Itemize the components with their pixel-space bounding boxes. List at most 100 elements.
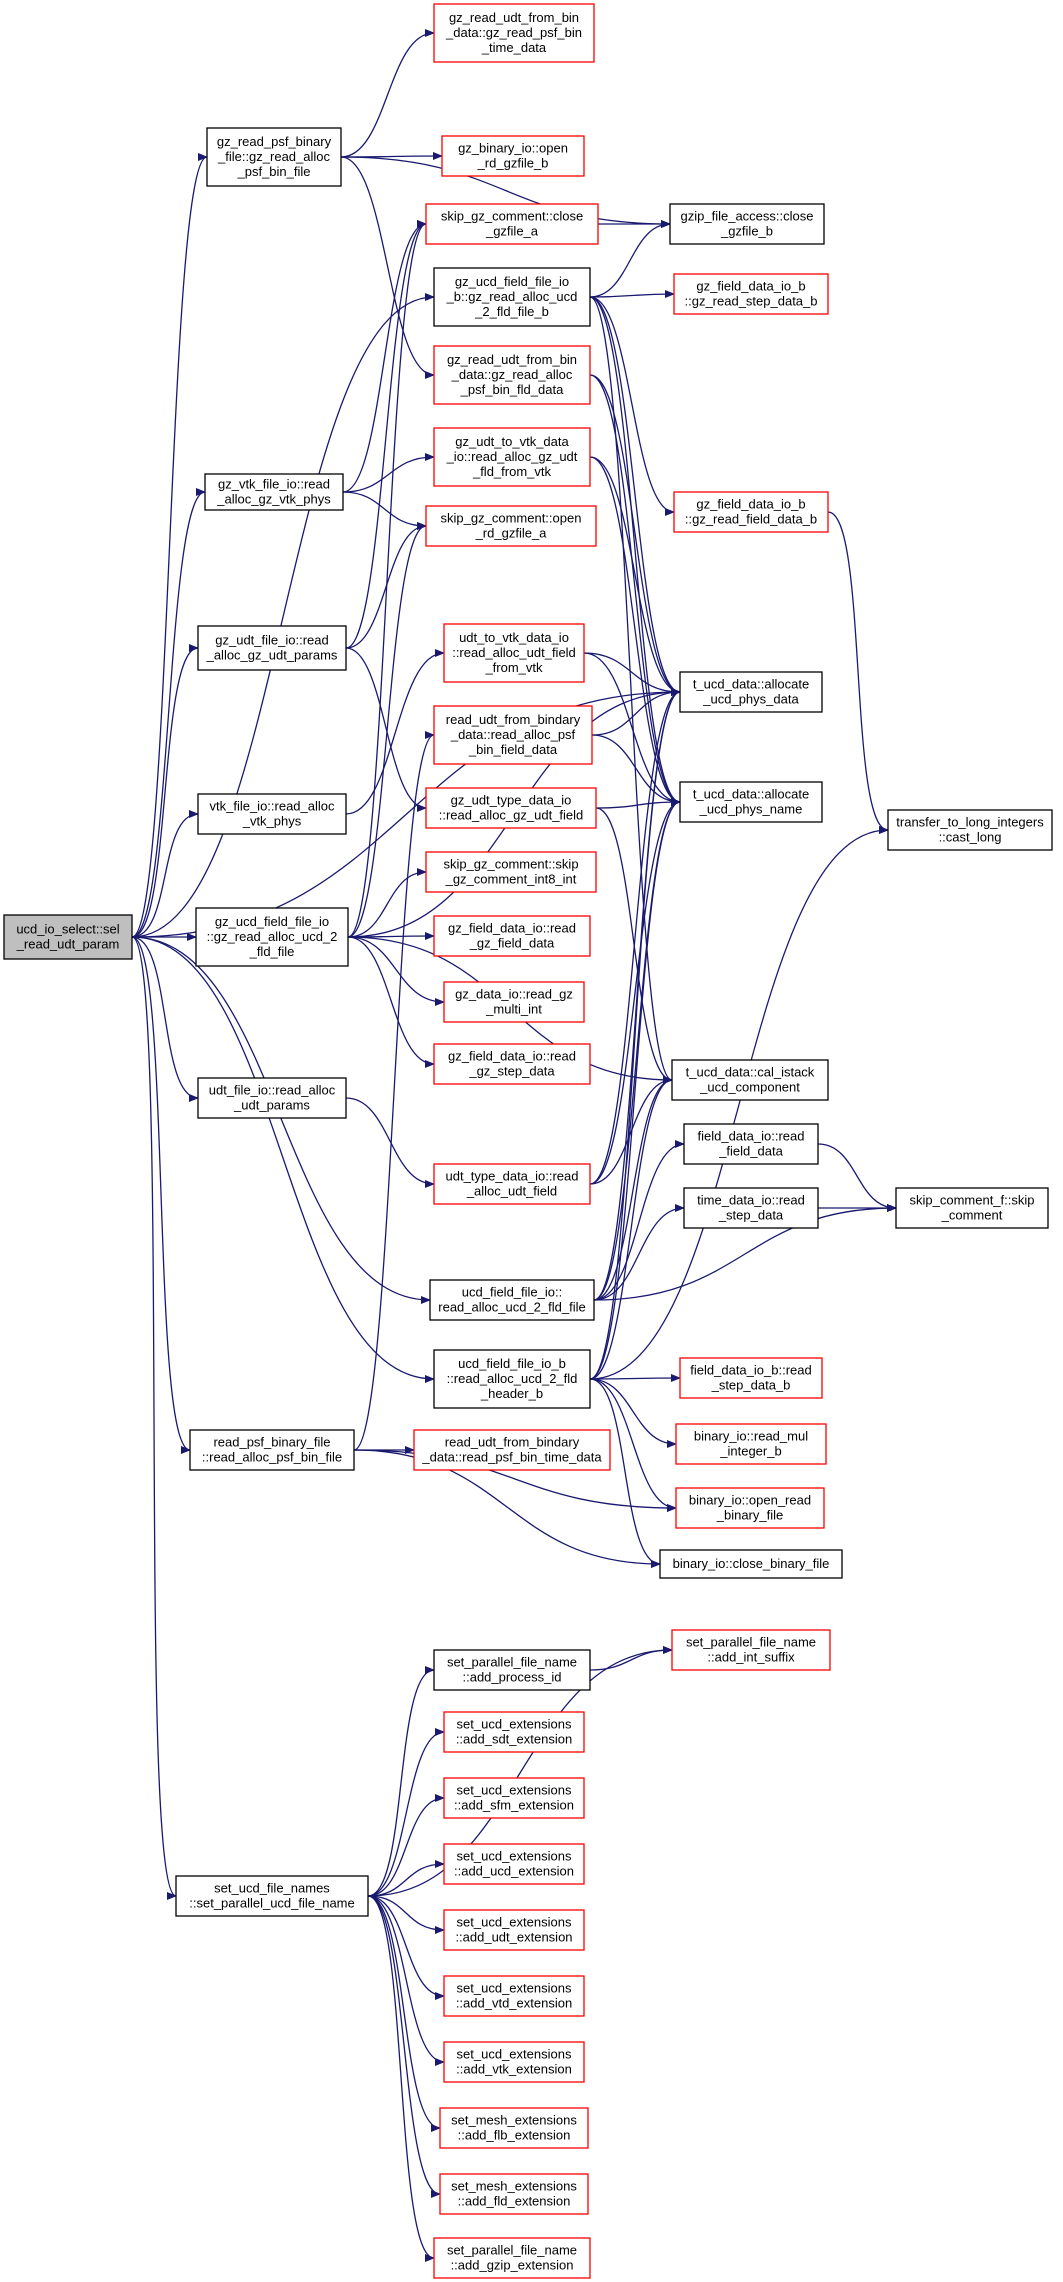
node-t_ucd_phys_data[interactable]: t_ucd_data::allocate_ucd_phys_data xyxy=(679,671,823,713)
node-label-line: field_data_io_b::read xyxy=(690,1363,811,1378)
node-gz_udt_file_io[interactable]: gz_udt_file_io::read_alloc_gz_udt_params xyxy=(197,625,347,671)
node-gz_read_udt_fld[interactable]: gz_read_udt_from_bin_data::gz_read_alloc… xyxy=(433,345,591,405)
node-gz_vtk_file_io[interactable]: gz_vtk_file_io::read_alloc_gz_vtk_phys xyxy=(204,473,344,511)
node-gz_udt_to_vtk[interactable]: gz_udt_to_vtk_data_io::read_alloc_gz_udt… xyxy=(433,427,591,487)
node-add_sfm[interactable]: set_ucd_extensions::add_sfm_extension xyxy=(443,1777,585,1819)
edge-gz_udt_to_vtk-to-t_ucd_phys_name xyxy=(589,456,681,806)
edge-gz_vtk_file_io-to-skip_gz_open xyxy=(342,491,427,530)
node-box xyxy=(433,3,595,63)
node-add_vtk[interactable]: set_ucd_extensions::add_vtk_extension xyxy=(443,2041,585,2083)
node-read_udt_bindary_time[interactable]: read_udt_from_bindary_data::read_psf_bin… xyxy=(413,1429,611,1471)
node-gz_field_data_io_b_step[interactable]: gz_field_data_io_b::gz_read_step_data_b xyxy=(673,273,829,315)
edge-gz_read_psf_binary-to-gz_read_udt_fld xyxy=(340,156,435,379)
node-label-line: set_ucd_extensions xyxy=(457,1915,572,1930)
node-add_sdt[interactable]: set_ucd_extensions::add_sdt_extension xyxy=(443,1711,585,1753)
node-label-line: _psf_bin_file xyxy=(237,164,311,179)
node-box xyxy=(671,1059,829,1101)
node-gz_field_read[interactable]: gz_field_data_io::read_gz_field_data xyxy=(433,915,591,957)
node-udt_file_io[interactable]: udt_file_io::read_alloc_udt_params xyxy=(197,1077,347,1119)
node-label-line: _psf_bin_fld_data xyxy=(460,382,564,397)
node-skip_gz_open[interactable]: skip_gz_comment::open_rd_gzfile_a xyxy=(425,505,597,547)
node-box xyxy=(425,203,599,245)
node-label-line: set_ucd_extensions xyxy=(457,1717,572,1732)
node-ucd_field_file_io[interactable]: ucd_field_file_io::read_alloc_ucd_2_fld_… xyxy=(429,1279,595,1321)
node-binary_close[interactable]: binary_io::close_binary_file xyxy=(659,1549,843,1579)
node-add_ucd[interactable]: set_ucd_extensions::add_ucd_extension xyxy=(443,1843,585,1885)
node-t_ucd_phys_name[interactable]: t_ucd_data::allocate_ucd_phys_name xyxy=(679,781,823,823)
edge-root-to-gz_udt_file_io xyxy=(131,644,199,938)
edge-read_udt_bindary_fld-to-t_ucd_phys_data xyxy=(591,688,681,736)
node-skip_gz_close[interactable]: skip_gz_comment::close_gzfile_a xyxy=(425,203,599,245)
node-gz_read_psf_binary[interactable]: gz_read_psf_binary_file::gz_read_alloc_p… xyxy=(206,127,342,187)
node-label-line: gz_read_udt_from_bin xyxy=(449,10,579,25)
node-gz_field_data_io_b_field[interactable]: gz_field_data_io_b::gz_read_field_data_b xyxy=(673,491,829,533)
node-vtk_file_io[interactable]: vtk_file_io::read_alloc_vtk_phys xyxy=(197,793,347,835)
edge-ucd_field_file_io_b-to-transfer_to_long xyxy=(589,826,889,1380)
edge-gz_udt_file_io-to-skip_gz_open xyxy=(345,522,427,649)
edge-ucd_field_file_io-to-t_ucd_phys_name xyxy=(593,798,681,1301)
node-label-line: ::gz_read_alloc_ucd_2 xyxy=(207,929,338,944)
edge-set_ucd_file_names-to-add_sdt xyxy=(367,1728,445,1897)
node-add_flb[interactable]: set_mesh_extensions::add_flb_extension xyxy=(439,2107,589,2149)
node-gz_multi_int[interactable]: gz_data_io::read_gz_multi_int xyxy=(443,981,585,1023)
node-transfer_to_long[interactable]: transfer_to_long_integers::cast_long xyxy=(887,809,1053,851)
node-gz_ucd_field_file_io_b[interactable]: gz_ucd_field_file_io_b::gz_read_alloc_uc… xyxy=(433,267,591,327)
node-binary_open_read[interactable]: binary_io::open_read_binary_file xyxy=(675,1487,825,1529)
node-label-line: set_ucd_extensions xyxy=(457,1849,572,1864)
node-label-line: ::add_vtd_extension xyxy=(456,1996,572,2011)
node-skip_comment_f[interactable]: skip_comment_f::skip_comment xyxy=(895,1187,1049,1229)
node-label-line: ucd_field_file_io_b xyxy=(458,1356,566,1371)
node-gzip_close[interactable]: gzip_file_access::close_gzfile_b xyxy=(669,203,825,245)
edge-udt_type_data-to-t_ucd_cal_istack xyxy=(589,1076,673,1185)
edge-set_ucd_file_names-to-add_sfm xyxy=(367,1794,445,1897)
node-set_parallel_int_suffix[interactable]: set_parallel_file_name::add_int_suffix xyxy=(671,1629,831,1671)
edge-udt_file_io-to-udt_type_data xyxy=(345,1097,435,1188)
node-box xyxy=(679,1357,823,1399)
node-read_udt_bindary_fld[interactable]: read_udt_from_bindary_data::read_alloc_p… xyxy=(433,705,593,765)
node-root[interactable]: ucd_io_select::sel_read_udt_param xyxy=(3,914,133,960)
edge-gz_udt_type-to-t_ucd_phys_name xyxy=(595,798,681,809)
node-udt_type_data[interactable]: udt_type_data_io::read_alloc_udt_field xyxy=(433,1163,591,1205)
node-gz_ucd_field_file_io[interactable]: gz_ucd_field_file_io::gz_read_alloc_ucd_… xyxy=(195,907,349,967)
node-label-line: _data::gz_read_psf_bin xyxy=(445,25,582,40)
node-set_parallel_process_id[interactable]: set_parallel_file_name::add_process_id xyxy=(433,1649,591,1691)
node-skip_int8[interactable]: skip_gz_comment::skip_gz_comment_int8_in… xyxy=(425,851,597,893)
node-box xyxy=(3,914,133,960)
node-gz_read_udt_time[interactable]: gz_read_udt_from_bin_data::gz_read_psf_b… xyxy=(433,3,595,63)
edge-ucd_field_file_io_b-to-binary_read_mul xyxy=(589,1378,677,1448)
node-label-line: ::read_alloc_ucd_2_fld xyxy=(447,1371,578,1386)
node-add_fld[interactable]: set_mesh_extensions::add_fld_extension xyxy=(439,2173,589,2215)
node-ucd_field_file_io_b[interactable]: ucd_field_file_io_b::read_alloc_ucd_2_fl… xyxy=(433,1349,591,1409)
edge-read_udt_bindary_fld-to-t_ucd_phys_name xyxy=(591,734,681,806)
node-field_data_io_read[interactable]: field_data_io::read_field_data xyxy=(683,1123,819,1165)
node-add_vtd[interactable]: set_ucd_extensions::add_vtd_extension xyxy=(443,1975,585,2017)
node-read_psf_binary_file[interactable]: read_psf_binary_file::read_alloc_psf_bin… xyxy=(189,1429,355,1471)
node-add_gzip[interactable]: set_parallel_file_name::add_gzip_extensi… xyxy=(433,2237,591,2279)
node-time_data_io_read[interactable]: time_data_io::read_step_data xyxy=(683,1187,819,1229)
edge-ucd_field_file_io-to-field_data_io_read xyxy=(593,1140,685,1301)
node-gz_step_data[interactable]: gz_field_data_io::read_gz_step_data xyxy=(433,1043,591,1085)
node-label-line: field_data_io::read xyxy=(698,1129,805,1144)
node-label-line: read_psf_binary_file xyxy=(213,1435,330,1450)
node-label-line: set_parallel_file_name xyxy=(447,1655,577,1670)
node-field_data_io_b_step[interactable]: field_data_io_b::read_step_data_b xyxy=(679,1357,823,1399)
node-label-line: _field_data xyxy=(718,1144,783,1159)
node-label-line: _alloc_gz_udt_params xyxy=(206,648,338,663)
node-t_ucd_cal_istack[interactable]: t_ucd_data::cal_istack_ucd_component xyxy=(671,1059,829,1101)
node-label-line: gz_field_data_io_b xyxy=(696,497,805,512)
edge-udt_to_vtk-to-t_ucd_phys_data xyxy=(583,652,681,696)
node-set_ucd_file_names[interactable]: set_ucd_file_names::set_parallel_ucd_fil… xyxy=(175,1875,369,1917)
node-label-line: time_data_io::read xyxy=(697,1193,805,1208)
node-label-line: ::add_udt_extension xyxy=(455,1930,572,1945)
edge-ucd_field_file_io_b-to-t_ucd_phys_name xyxy=(589,798,681,1380)
node-label-line: ::add_ucd_extension xyxy=(454,1864,574,1879)
node-gz_udt_type[interactable]: gz_udt_type_data_io::read_alloc_gz_udt_f… xyxy=(425,787,597,829)
node-box xyxy=(204,473,344,511)
node-gz_binary_io_open[interactable]: gz_binary_io::open_rd_gzfile_b xyxy=(441,135,585,177)
edge-field_data_io_read-to-skip_comment_f xyxy=(817,1143,897,1212)
node-udt_to_vtk[interactable]: udt_to_vtk_data_io::read_alloc_udt_field… xyxy=(443,623,585,683)
node-binary_read_mul[interactable]: binary_io::read_mul_integer_b xyxy=(675,1423,827,1465)
node-label-line: gzip_file_access::close xyxy=(681,209,814,224)
node-add_udt[interactable]: set_ucd_extensions::add_udt_extension xyxy=(443,1909,585,1951)
